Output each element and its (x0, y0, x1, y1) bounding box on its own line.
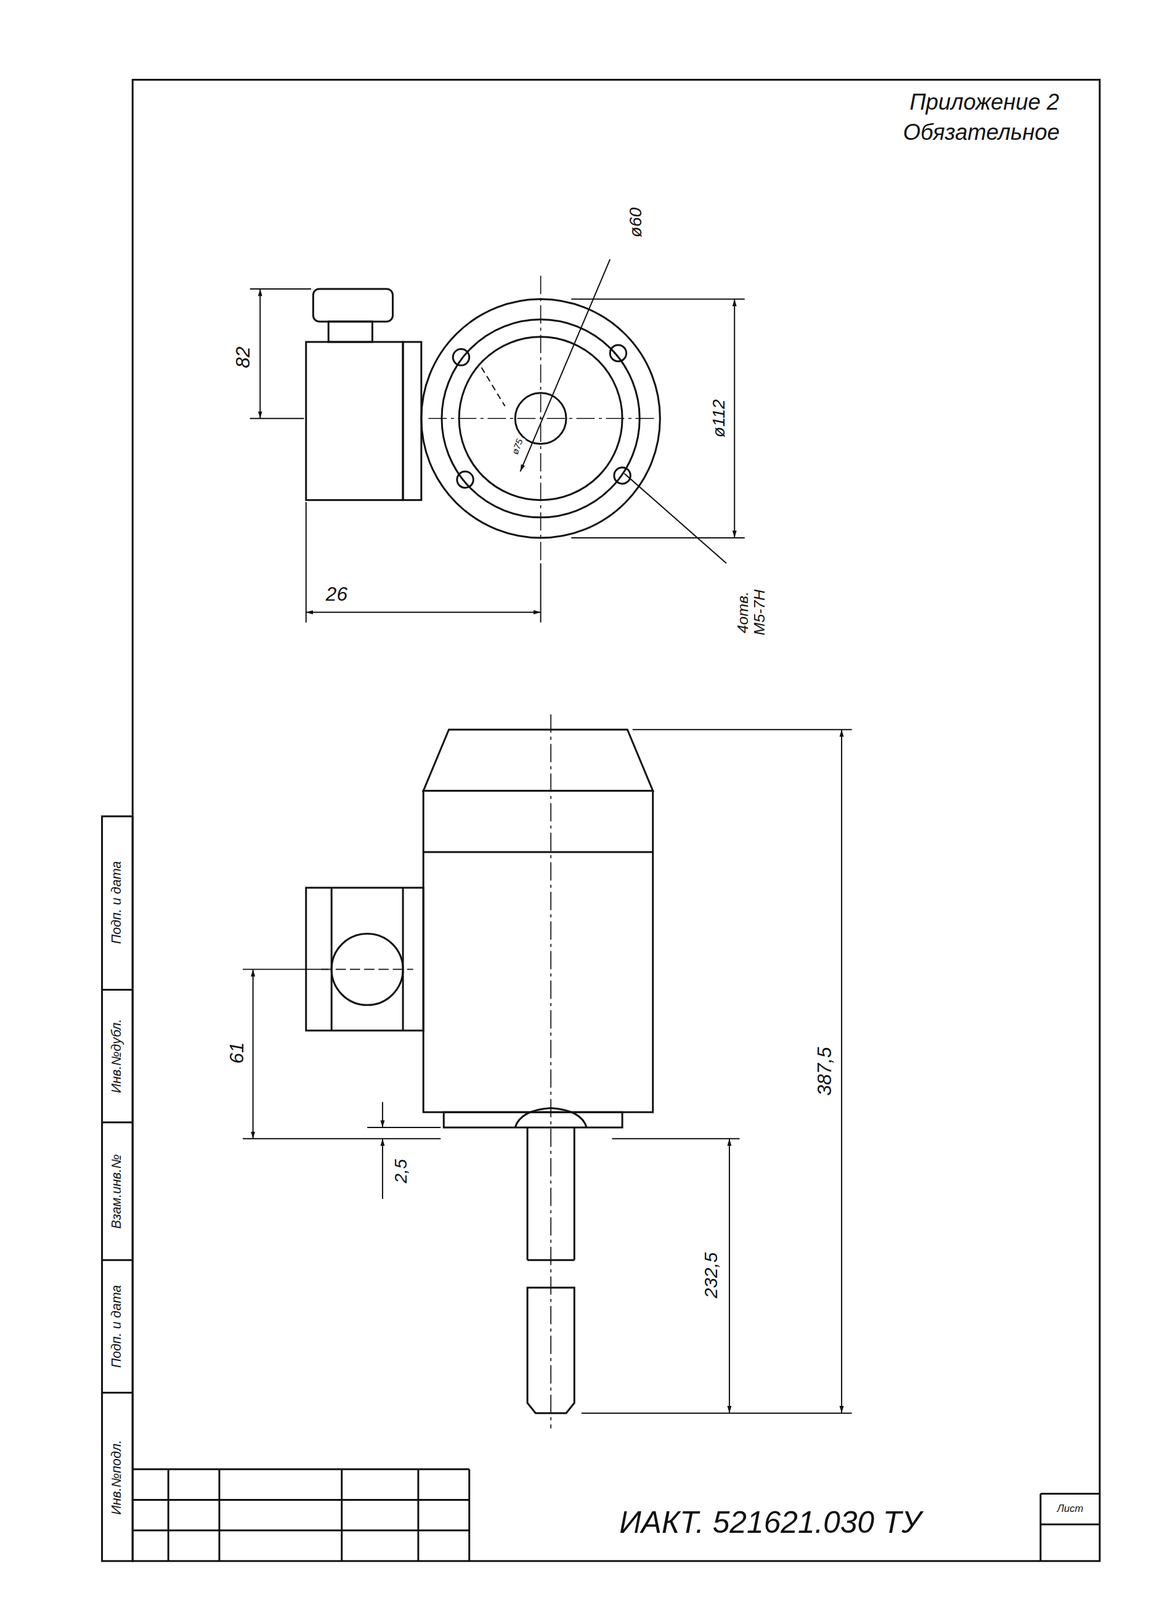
side-view (306, 714, 654, 1429)
dimension-label: 82 (232, 344, 254, 370)
dimension-label: 232,5 (701, 1250, 722, 1301)
dimension-label: 2,5 (391, 1156, 411, 1185)
title-block (132, 1469, 1100, 1562)
appendix-note: Приложение 2 (907, 89, 1061, 115)
sheet-frame (132, 79, 1100, 1561)
dimension-label: ø75 (508, 436, 525, 458)
dimension-label: 61 (226, 1039, 248, 1066)
sheet-label: Лист (1055, 1503, 1086, 1515)
end-view (306, 275, 661, 562)
stamp-cell: Инв.№подл. (110, 1437, 126, 1517)
stamp-cell: Взам.инв.№ (110, 1152, 126, 1231)
appendix-note: Обязательное (901, 120, 1062, 145)
dimension-label: ø60 (625, 205, 646, 240)
stamp-cell: Подп. и дата (110, 859, 126, 947)
side-strip (102, 816, 134, 1562)
document-code: ИАКТ. 521621.030 ТУ (617, 1505, 923, 1539)
dimension-label: 26 (324, 582, 350, 605)
stamp-cell: Подп. и дата (110, 1282, 126, 1370)
thread-note: 4отв. М5-7Н (733, 582, 768, 642)
dimension-label: 387,5 (813, 1044, 836, 1098)
dimension-label: ø112 (709, 397, 729, 440)
dimension-lines (250, 259, 745, 623)
dimension-lines (242, 729, 853, 1413)
stamp-cell: Инв.№дубл. (110, 1017, 126, 1095)
